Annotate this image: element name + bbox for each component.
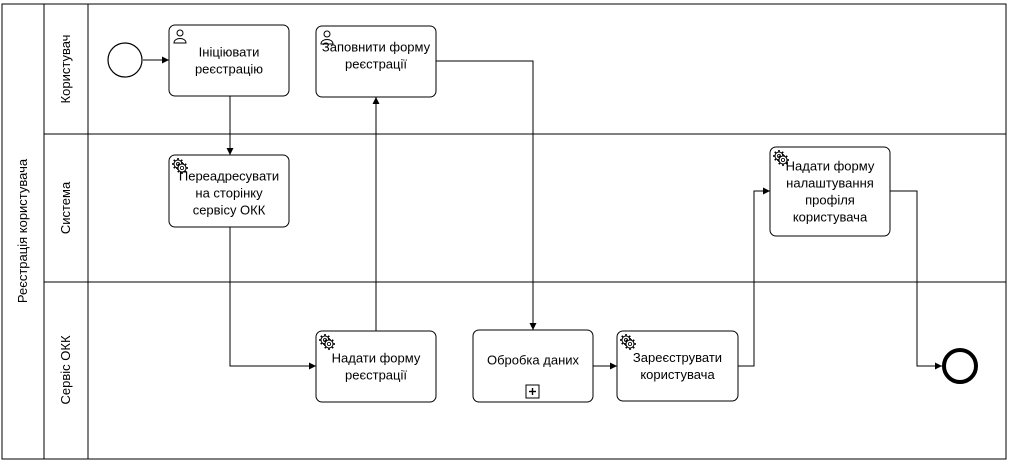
task-label-line: Переадресувати: [179, 169, 279, 184]
flow-t2-to-t6: [436, 60, 537, 330]
gear-icon: [773, 150, 789, 166]
task-label-line: налаштування: [786, 176, 874, 191]
user-icon: [320, 30, 334, 45]
task-t3[interactable]: Переадресувати на сторінку сервісу ОКК: [168, 154, 290, 228]
task-t4[interactable]: Надати форму налаштування профіля користува…: [769, 146, 891, 237]
task-box[interactable]: [616, 330, 739, 402]
flow-t3-to-t5: [229, 227, 316, 370]
task-label-line: на сторінку: [195, 186, 263, 201]
task-box[interactable]: [472, 329, 594, 403]
task-label-line: реєстрації: [345, 368, 407, 383]
task-label-line: Ініціювати: [199, 45, 260, 60]
gear-icon: [172, 158, 188, 174]
task-label-line: реєстрації: [345, 57, 407, 72]
task-label-line: Заповнити форму: [322, 40, 431, 55]
subprocess-marker-icon: [525, 384, 540, 399]
task-label-line: Надати форму: [786, 159, 875, 174]
task-t2[interactable]: Заповнити форму реєстрації: [315, 25, 437, 98]
flow-t4-to-end: [890, 190, 942, 370]
task-label-line: користувача: [640, 367, 715, 382]
task-box[interactable]: [315, 25, 437, 98]
task-label-line: Зареєструвати: [633, 350, 722, 365]
gear-icon: [319, 334, 335, 350]
user-icon: [173, 29, 187, 44]
task-box[interactable]: [769, 146, 891, 237]
lane-system: Система: [58, 181, 73, 234]
lane-user: Користувач: [58, 4, 89, 459]
task-box[interactable]: [168, 24, 290, 97]
pool-label: Реєстрація користувача: [15, 158, 30, 303]
flow-t7-to-t4: [738, 187, 770, 367]
tasks: Ініціювати реєстрацію Заповнити форму реєст…: [168, 24, 891, 403]
lane-label-system: Система: [58, 181, 73, 234]
task-label-line: Надати форму: [332, 351, 421, 366]
task-t1[interactable]: Ініціювати реєстрацію: [168, 24, 290, 97]
end-event: [942, 348, 978, 384]
start-event: [107, 42, 143, 78]
task-label-line: сервісу ОКК: [193, 203, 266, 218]
gear-icon: [620, 334, 636, 350]
lane-okk: Сервіс ОКК: [58, 335, 73, 404]
task-label-line: реєстрацію: [195, 62, 263, 77]
task-box[interactable]: [315, 330, 437, 403]
task-box[interactable]: [168, 154, 290, 228]
task-t7[interactable]: Зареєструвати користувача: [616, 330, 739, 402]
task-label-line: Обробка даних: [487, 353, 580, 368]
lane-label-user: Користувач: [58, 35, 73, 104]
task-t6[interactable]: Обробка даних: [472, 329, 594, 403]
task-t5[interactable]: Надати форму реєстрації: [315, 330, 437, 403]
task-label-line: користувача: [793, 210, 868, 225]
task-label-line: профіля: [805, 193, 855, 208]
lane-label-okk: Сервіс ОКК: [58, 335, 73, 404]
sequence-flows: [143, 56, 942, 370]
